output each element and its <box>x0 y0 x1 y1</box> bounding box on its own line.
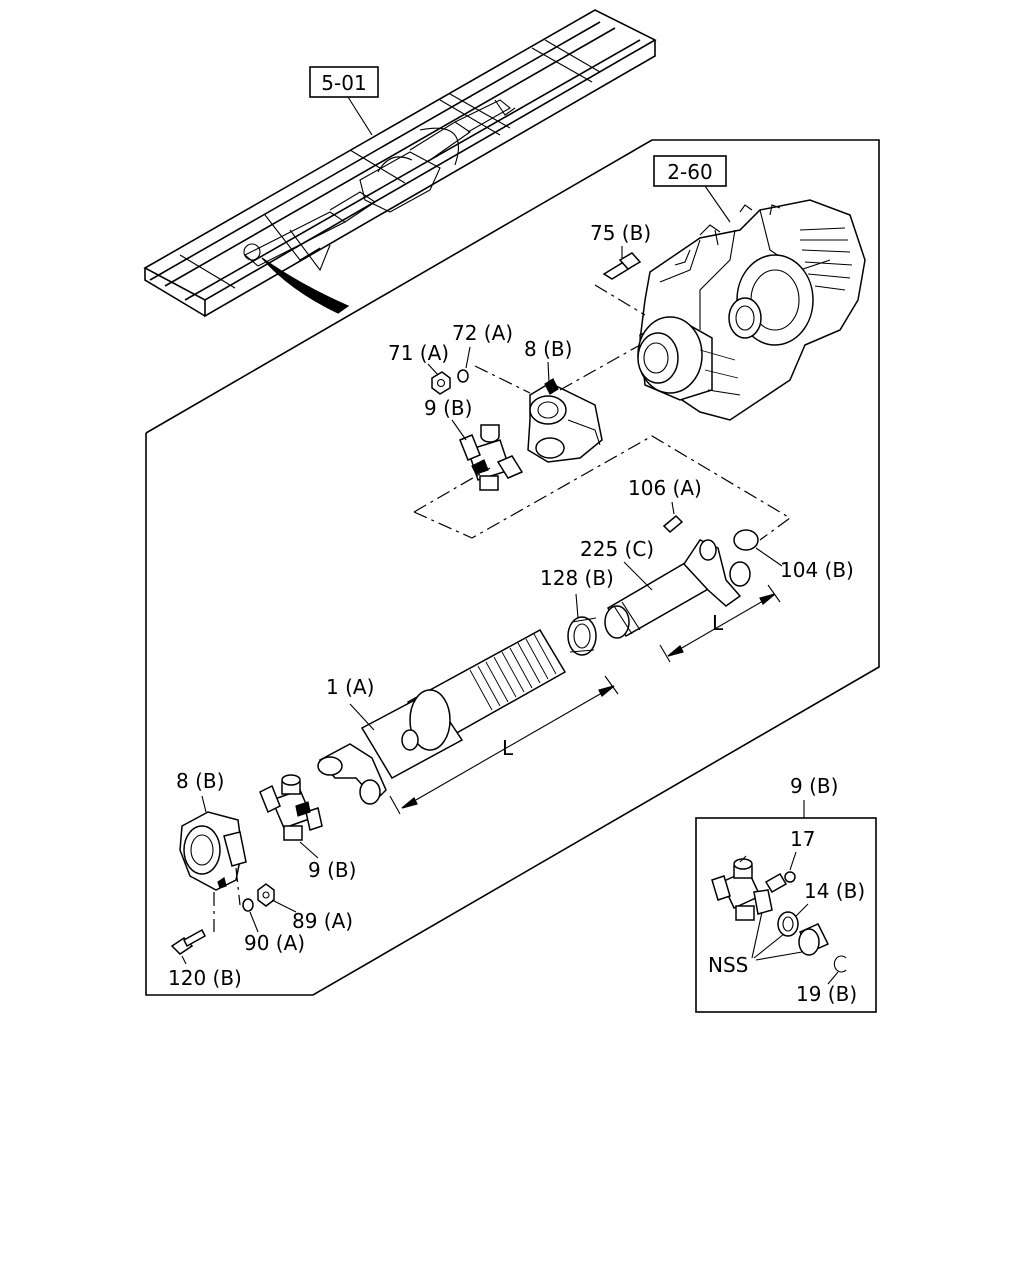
transmission-illustration <box>637 199 866 421</box>
label-8b-bottom: 8 (B) <box>176 769 224 793</box>
part-9b-lower-universal-joint: 9 (B) <box>259 774 356 882</box>
label-72a: 72 (A) <box>452 321 513 345</box>
dimension-l-lower: L <box>389 675 619 815</box>
label-1a: 1 (A) <box>326 675 374 699</box>
vehicle-frame-illustration <box>143 9 657 318</box>
callout-ref-transmission: 2-60 <box>653 155 731 223</box>
upper-group-box <box>413 435 792 541</box>
dimension-l-lower-label: L <box>502 736 514 760</box>
label-14b: 14 (B) <box>804 879 865 903</box>
part-90a-washer: 90 (A) <box>235 867 305 955</box>
part-8b-upper-yoke: 8 (B) <box>474 337 641 463</box>
part-9b-upper-universal-joint: 9 (B) <box>424 396 524 491</box>
main-panel-outline <box>145 139 880 996</box>
label-75b: 75 (B) <box>590 221 651 245</box>
inset-title: 9 (B) <box>790 774 838 798</box>
label-128b: 128 (B) <box>540 566 614 590</box>
inset-universal-joint-detail: 9 (B) 17 14 (B) 19 (B) <box>695 774 877 1013</box>
callout-ref-transmission-label: 2-60 <box>667 160 712 184</box>
nss-callout: NSS <box>708 911 803 977</box>
callout-ref-frame: 5-01 <box>321 71 366 95</box>
part-128b-seal: 128 (B) <box>540 566 614 656</box>
label-9b-bottom: 9 (B) <box>308 858 356 882</box>
label-8b-top: 8 (B) <box>524 337 572 361</box>
part-bearing-cup <box>798 923 830 956</box>
part-14b-seal: 14 (B) <box>777 879 865 937</box>
label-71a: 71 (A) <box>388 341 449 365</box>
dimension-l-upper-label: L <box>712 611 724 635</box>
part-104b-plug: 104 (B) <box>733 529 854 582</box>
part-225c-slip-yoke: 225 (C) <box>580 537 751 639</box>
part-75b-bolt: 75 (B) <box>590 221 651 316</box>
label-106a: 106 (A) <box>628 476 702 500</box>
label-9b-top: 9 (B) <box>424 396 472 420</box>
part-1a-tube-shaft: 1 (A) <box>317 628 567 805</box>
part-106a-grease-fitting: 106 (A) <box>628 476 702 534</box>
label-120b: 120 (B) <box>168 966 242 990</box>
dimension-l-upper: L <box>659 584 781 663</box>
label-104b: 104 (B) <box>780 558 854 582</box>
label-89a: 89 (A) <box>292 909 353 933</box>
part-17-grease-fitting: 17 <box>764 827 815 894</box>
callout-ref-frame-label: 5-01 <box>321 71 366 95</box>
label-nss: NSS <box>708 953 748 977</box>
part-120b-bolt: 120 (B) <box>168 892 242 990</box>
part-89a-nut: 89 (A) <box>257 883 353 933</box>
label-225c: 225 (C) <box>580 537 654 561</box>
label-17: 17 <box>790 827 815 851</box>
part-72a-washer: 72 (A) <box>452 321 513 383</box>
label-19b: 19 (B) <box>796 982 857 1006</box>
part-19b-snap-ring: 19 (B) <box>796 955 857 1006</box>
part-71a-nut: 71 (A) <box>388 341 451 395</box>
part-8b-lower-flange-yoke: 8 (B) <box>176 769 247 891</box>
label-90a: 90 (A) <box>244 931 305 955</box>
